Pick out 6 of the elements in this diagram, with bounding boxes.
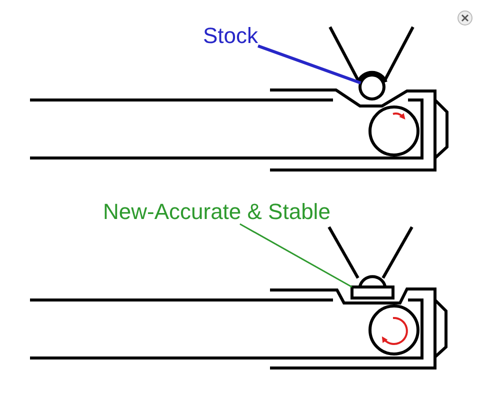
leader-line [240,223,352,288]
callout-label: New-Accurate & Stable [103,200,330,224]
leader-line [258,44,362,84]
stock-roller [358,74,386,100]
stable-block [350,286,394,300]
callout-label: Stock [203,24,258,48]
